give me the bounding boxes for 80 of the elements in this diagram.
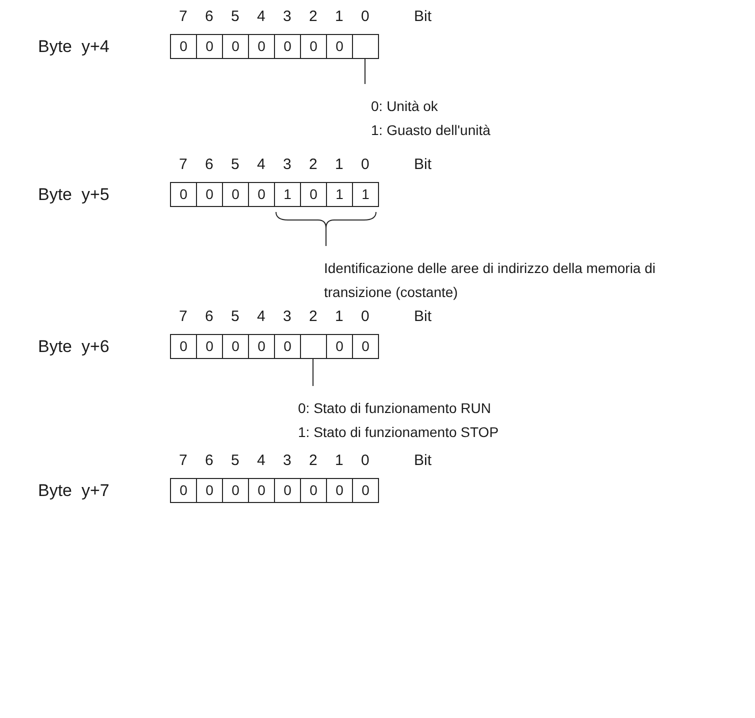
curly-bracket bbox=[276, 212, 376, 228]
bit-number: 3 bbox=[283, 156, 292, 173]
bit-number: 5 bbox=[231, 308, 240, 325]
bit-number: 7 bbox=[179, 308, 188, 325]
bit-cell: 1 bbox=[274, 182, 301, 207]
bit-cell: 0 bbox=[196, 334, 223, 359]
byte-label: Byte y+4 bbox=[38, 37, 110, 57]
bit-number: 0 bbox=[361, 308, 370, 325]
bit-cell bbox=[352, 34, 379, 59]
bit-cell: 0 bbox=[300, 182, 327, 207]
bit-number: 3 bbox=[283, 308, 292, 325]
description-text: 0: Unità ok bbox=[371, 97, 439, 116]
bit-number: 3 bbox=[283, 452, 292, 469]
bit-number: 2 bbox=[309, 308, 318, 325]
bit-number: 7 bbox=[179, 452, 188, 469]
bit-heading: Bit bbox=[414, 8, 432, 25]
bit-number: 1 bbox=[335, 308, 344, 325]
byte-label: Byte y+7 bbox=[38, 481, 110, 501]
bit-cell: 0 bbox=[326, 34, 353, 59]
bit-cell: 0 bbox=[170, 182, 197, 207]
bit-cell: 0 bbox=[274, 334, 301, 359]
bit-number: 2 bbox=[309, 8, 318, 25]
bit-heading: Bit bbox=[414, 452, 432, 469]
bit-number: 1 bbox=[335, 452, 344, 469]
bit-cell: 0 bbox=[222, 334, 249, 359]
bit-cell bbox=[300, 334, 327, 359]
bit-cell: 0 bbox=[170, 334, 197, 359]
bit-number: 1 bbox=[335, 8, 344, 25]
bit-cell: 0 bbox=[248, 478, 275, 503]
description-text: Identificazione delle aree di indirizzo della memoria di transizione (costante) bbox=[324, 259, 657, 302]
bit-heading: Bit bbox=[414, 156, 432, 173]
byte-label: Byte y+6 bbox=[38, 337, 110, 357]
bit-number: 1 bbox=[335, 156, 344, 173]
bit-number: 4 bbox=[257, 308, 266, 325]
bit-number: 2 bbox=[309, 156, 318, 173]
bit-number: 6 bbox=[205, 8, 214, 25]
bit-cell: 0 bbox=[274, 478, 301, 503]
bit-cell: 0 bbox=[196, 182, 223, 207]
bit-number: 0 bbox=[361, 156, 370, 173]
bit-cell: 0 bbox=[300, 34, 327, 59]
leader-line bbox=[312, 358, 314, 386]
bit-number: 6 bbox=[205, 308, 214, 325]
bit-number: 6 bbox=[205, 452, 214, 469]
bit-number: 4 bbox=[257, 452, 266, 469]
bit-cell: 0 bbox=[274, 34, 301, 59]
bit-number: 6 bbox=[205, 156, 214, 173]
bit-cell: 0 bbox=[196, 34, 223, 59]
bit-number: 2 bbox=[309, 452, 318, 469]
bit-number: 5 bbox=[231, 156, 240, 173]
bit-number: 4 bbox=[257, 156, 266, 173]
bit-cell: 0 bbox=[222, 478, 249, 503]
bit-cell: 0 bbox=[326, 334, 353, 359]
bit-cell: 0 bbox=[352, 478, 379, 503]
bit-number: 0 bbox=[361, 8, 370, 25]
bit-cell: 1 bbox=[352, 182, 379, 207]
description-text: 1: Guasto dell'unità bbox=[371, 121, 492, 140]
bit-cell: 0 bbox=[196, 478, 223, 503]
bit-cell: 0 bbox=[326, 478, 353, 503]
bit-number: 7 bbox=[179, 8, 188, 25]
bit-cell: 0 bbox=[300, 478, 327, 503]
bit-cell: 0 bbox=[352, 334, 379, 359]
bit-cell: 0 bbox=[222, 182, 249, 207]
bit-number: 4 bbox=[257, 8, 266, 25]
bit-heading: Bit bbox=[414, 308, 432, 325]
bit-cell: 0 bbox=[170, 478, 197, 503]
leader-line bbox=[364, 58, 366, 84]
bit-cell: 0 bbox=[248, 334, 275, 359]
bit-cell: 0 bbox=[248, 34, 275, 59]
bit-cell: 0 bbox=[248, 182, 275, 207]
bit-number: 7 bbox=[179, 156, 188, 173]
bit-cell: 1 bbox=[326, 182, 353, 207]
bit-cell: 0 bbox=[222, 34, 249, 59]
bit-number: 5 bbox=[231, 8, 240, 25]
description-text: 0: Stato di funzionamento RUN bbox=[298, 399, 492, 418]
bit-number: 3 bbox=[283, 8, 292, 25]
bit-cell: 0 bbox=[170, 34, 197, 59]
bit-number: 5 bbox=[231, 452, 240, 469]
byte-label: Byte y+5 bbox=[38, 185, 110, 205]
bit-number: 0 bbox=[361, 452, 370, 469]
description-text: 1: Stato di funzionamento STOP bbox=[298, 423, 500, 442]
